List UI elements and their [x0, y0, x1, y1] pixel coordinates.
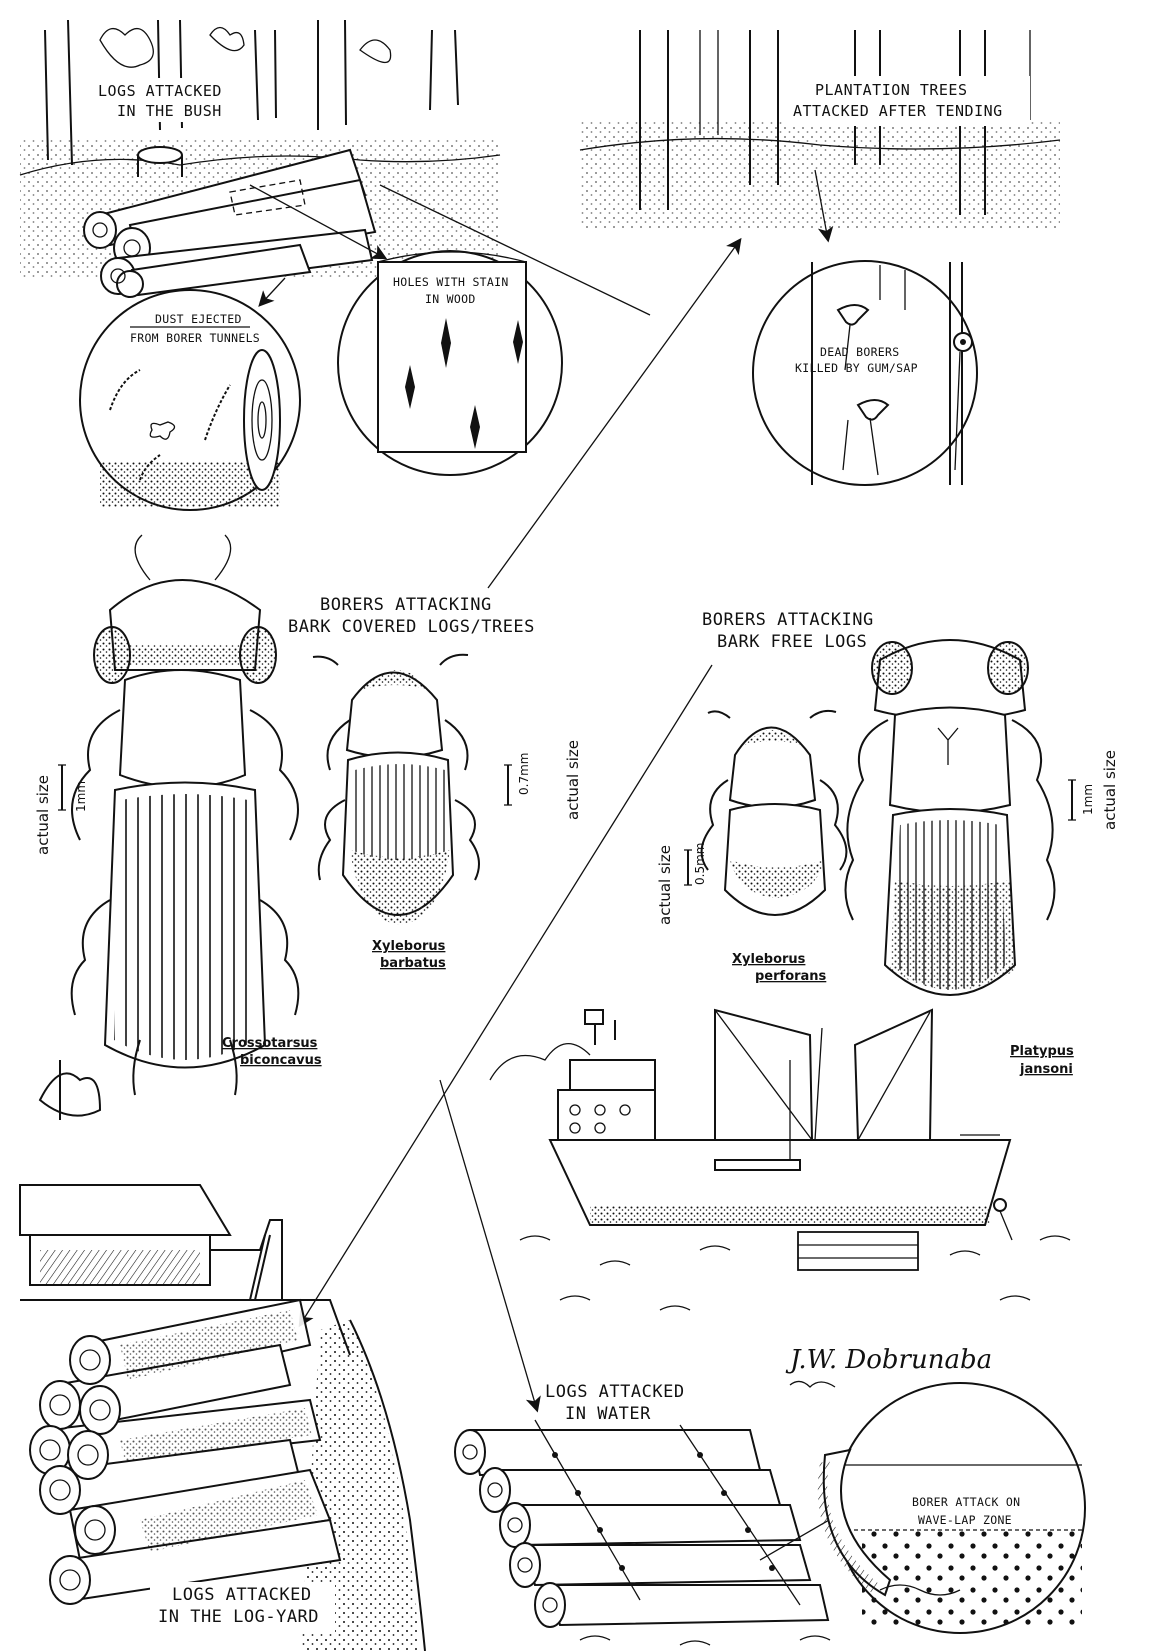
wavelap-line2: WAVE-LAP ZONE — [918, 1513, 1012, 1527]
bark-covered-group-label: BORERS ATTACKING BARK COVERED LOGS/TREES — [288, 595, 535, 637]
platypus-beetle: 1mm actual size Platypus jansoni — [844, 639, 1119, 1077]
water-logs-scene: LOGS ATTACKED IN WATER — [454, 1382, 831, 1646]
crossotarsus-epithet: biconcavus — [240, 1053, 322, 1068]
xyleborus-perforans-size: 0.5mm — [693, 843, 707, 885]
xyleborus-perforans-epithet: perforans — [755, 969, 827, 984]
connector-lines — [298, 184, 742, 1413]
dust-inset: DUST EJECTED FROM BORER TUNNELS — [79, 277, 301, 511]
dead-line1: DEAD BORERS — [820, 345, 899, 359]
xyleborus-perforans-actual-size-label: actual size — [656, 845, 674, 925]
logyard-title-line2: IN THE LOG-YARD — [158, 1607, 319, 1627]
crossotarsus-actual-size-label: actual size — [34, 775, 52, 855]
logyard-scene: LOGS ATTACKED IN THE LOG-YARD — [19, 1060, 426, 1651]
crossotarsus-size: 1mm — [74, 781, 88, 812]
platypus-actual-size-label: actual size — [1101, 750, 1119, 830]
platypus-epithet: jansoni — [1019, 1062, 1073, 1077]
crossotarsus-beetle: actual size 1mm Crossotarsus biconcavus — [34, 534, 322, 1096]
dust-line1: DUST EJECTED — [155, 312, 242, 326]
bark-free-line1: BORERS ATTACKING — [702, 610, 874, 630]
xyleborus-barbatus-epithet: barbatus — [380, 956, 446, 971]
xyleborus-perforans-beetle: 0.5mm actual size Xyleborus perforans — [656, 709, 848, 984]
plantation-scene: PLANTATION TREES ATTACKED AFTER TENDING — [579, 30, 1061, 230]
bark-free-group-label: BORERS ATTACKING BARK FREE LOGS — [702, 610, 874, 652]
logyard-title-line1: LOGS ATTACKED — [172, 1585, 312, 1605]
bark-free-line2: BARK FREE LOGS — [717, 632, 867, 652]
dead-line2: KILLED BY GUM/SAP — [795, 361, 918, 375]
bush-log-pile — [83, 148, 377, 298]
xyleborus-barbatus-actual-size-label: actual size — [564, 740, 582, 820]
water-title-line2: IN WATER — [565, 1404, 651, 1424]
holes-line2: IN WOOD — [425, 292, 476, 306]
artist-signature: J.W. Dobrunaba — [785, 1345, 992, 1375]
dust-line2: FROM BORER TUNNELS — [130, 331, 260, 345]
bark-covered-line2: BARK COVERED LOGS/TREES — [288, 617, 535, 637]
water-title-line1: LOGS ATTACKED — [545, 1382, 685, 1402]
crossotarsus-genus: Crossotarsus — [222, 1036, 318, 1051]
bark-covered-line1: BORERS ATTACKING — [320, 595, 492, 615]
wavelap-line1: BORER ATTACK ON — [912, 1495, 1020, 1509]
xyleborus-barbatus-beetle: 0.7mm actual size Xyleborus barbatus — [312, 653, 582, 971]
cargo-ship — [489, 1008, 1071, 1311]
logyard-log-stack — [29, 1298, 342, 1605]
plantation-title-line2: ATTACKED AFTER TENDING — [793, 102, 1003, 120]
platypus-size: 1mm — [1081, 784, 1095, 815]
wavelap-inset: BORER ATTACK ON WAVE-LAP ZONE — [759, 1382, 1086, 1634]
bush-title-line1: LOGS ATTACKED — [98, 82, 222, 100]
water-log-raft — [454, 1419, 830, 1628]
holes-line1: HOLES WITH STAIN — [393, 275, 509, 289]
platypus-genus: Platypus — [1010, 1044, 1074, 1059]
bush-title-line2: IN THE BUSH — [117, 102, 222, 120]
xyleborus-barbatus-size: 0.7mm — [517, 753, 531, 795]
xyleborus-perforans-genus: Xyleborus — [732, 952, 806, 967]
plantation-title-line1: PLANTATION TREES — [815, 81, 968, 99]
xyleborus-barbatus-genus: Xyleborus — [372, 939, 446, 954]
holes-inset: HOLES WITH STAIN IN WOOD — [249, 184, 563, 476]
bush-scene: LOGS ATTACKED IN THE BUSH — [19, 19, 501, 298]
dead-borers-inset: DEAD BORERS KILLED BY GUM/SAP — [752, 169, 978, 486]
